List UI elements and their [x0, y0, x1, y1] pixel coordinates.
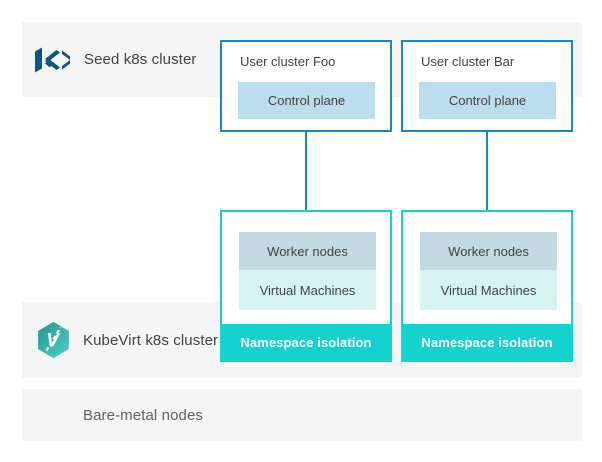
baremetal-band: Bare-metal nodes [22, 389, 582, 441]
user-cluster-foo-box: User cluster Foo Control plane [220, 40, 392, 132]
connector-bar-to-kubevirt [486, 132, 488, 210]
kubevirt-namespace-box-bar: Worker nodes Virtual Machines Namespace … [401, 210, 573, 362]
worker-nodes-foo: Worker nodes [239, 232, 376, 270]
kubevirt-logo-icon: V [38, 321, 69, 359]
seed-band-label: Seed k8s cluster [84, 51, 197, 68]
connector-foo-to-kubevirt [305, 132, 307, 210]
kubevirt-band-label: KubeVirt k8s cluster [83, 331, 219, 349]
user-cluster-bar-box: User cluster Bar Control plane [401, 40, 573, 132]
kubevirt-band-label-group: V KubeVirt k8s cluster [22, 321, 218, 359]
user-cluster-foo-title: User cluster Foo [240, 54, 336, 69]
user-cluster-bar-title: User cluster Bar [421, 54, 515, 69]
kubevirt-namespace-box-foo: Worker nodes Virtual Machines Namespace … [220, 210, 392, 362]
namespace-isolation-foo: Namespace isolation [222, 324, 390, 360]
virtual-machines-foo: Virtual Machines [239, 270, 376, 310]
control-plane-foo: Control plane [238, 82, 375, 119]
svg-text:V: V [46, 330, 60, 351]
kubermatic-logo-icon [35, 47, 70, 72]
baremetal-band-label: Bare-metal nodes [83, 406, 203, 424]
seed-band-label-group: Seed k8s cluster [22, 46, 197, 74]
virtual-machines-bar: Virtual Machines [420, 270, 557, 310]
control-plane-bar: Control plane [419, 82, 556, 119]
worker-nodes-bar: Worker nodes [420, 232, 557, 270]
namespace-isolation-bar: Namespace isolation [403, 324, 571, 360]
